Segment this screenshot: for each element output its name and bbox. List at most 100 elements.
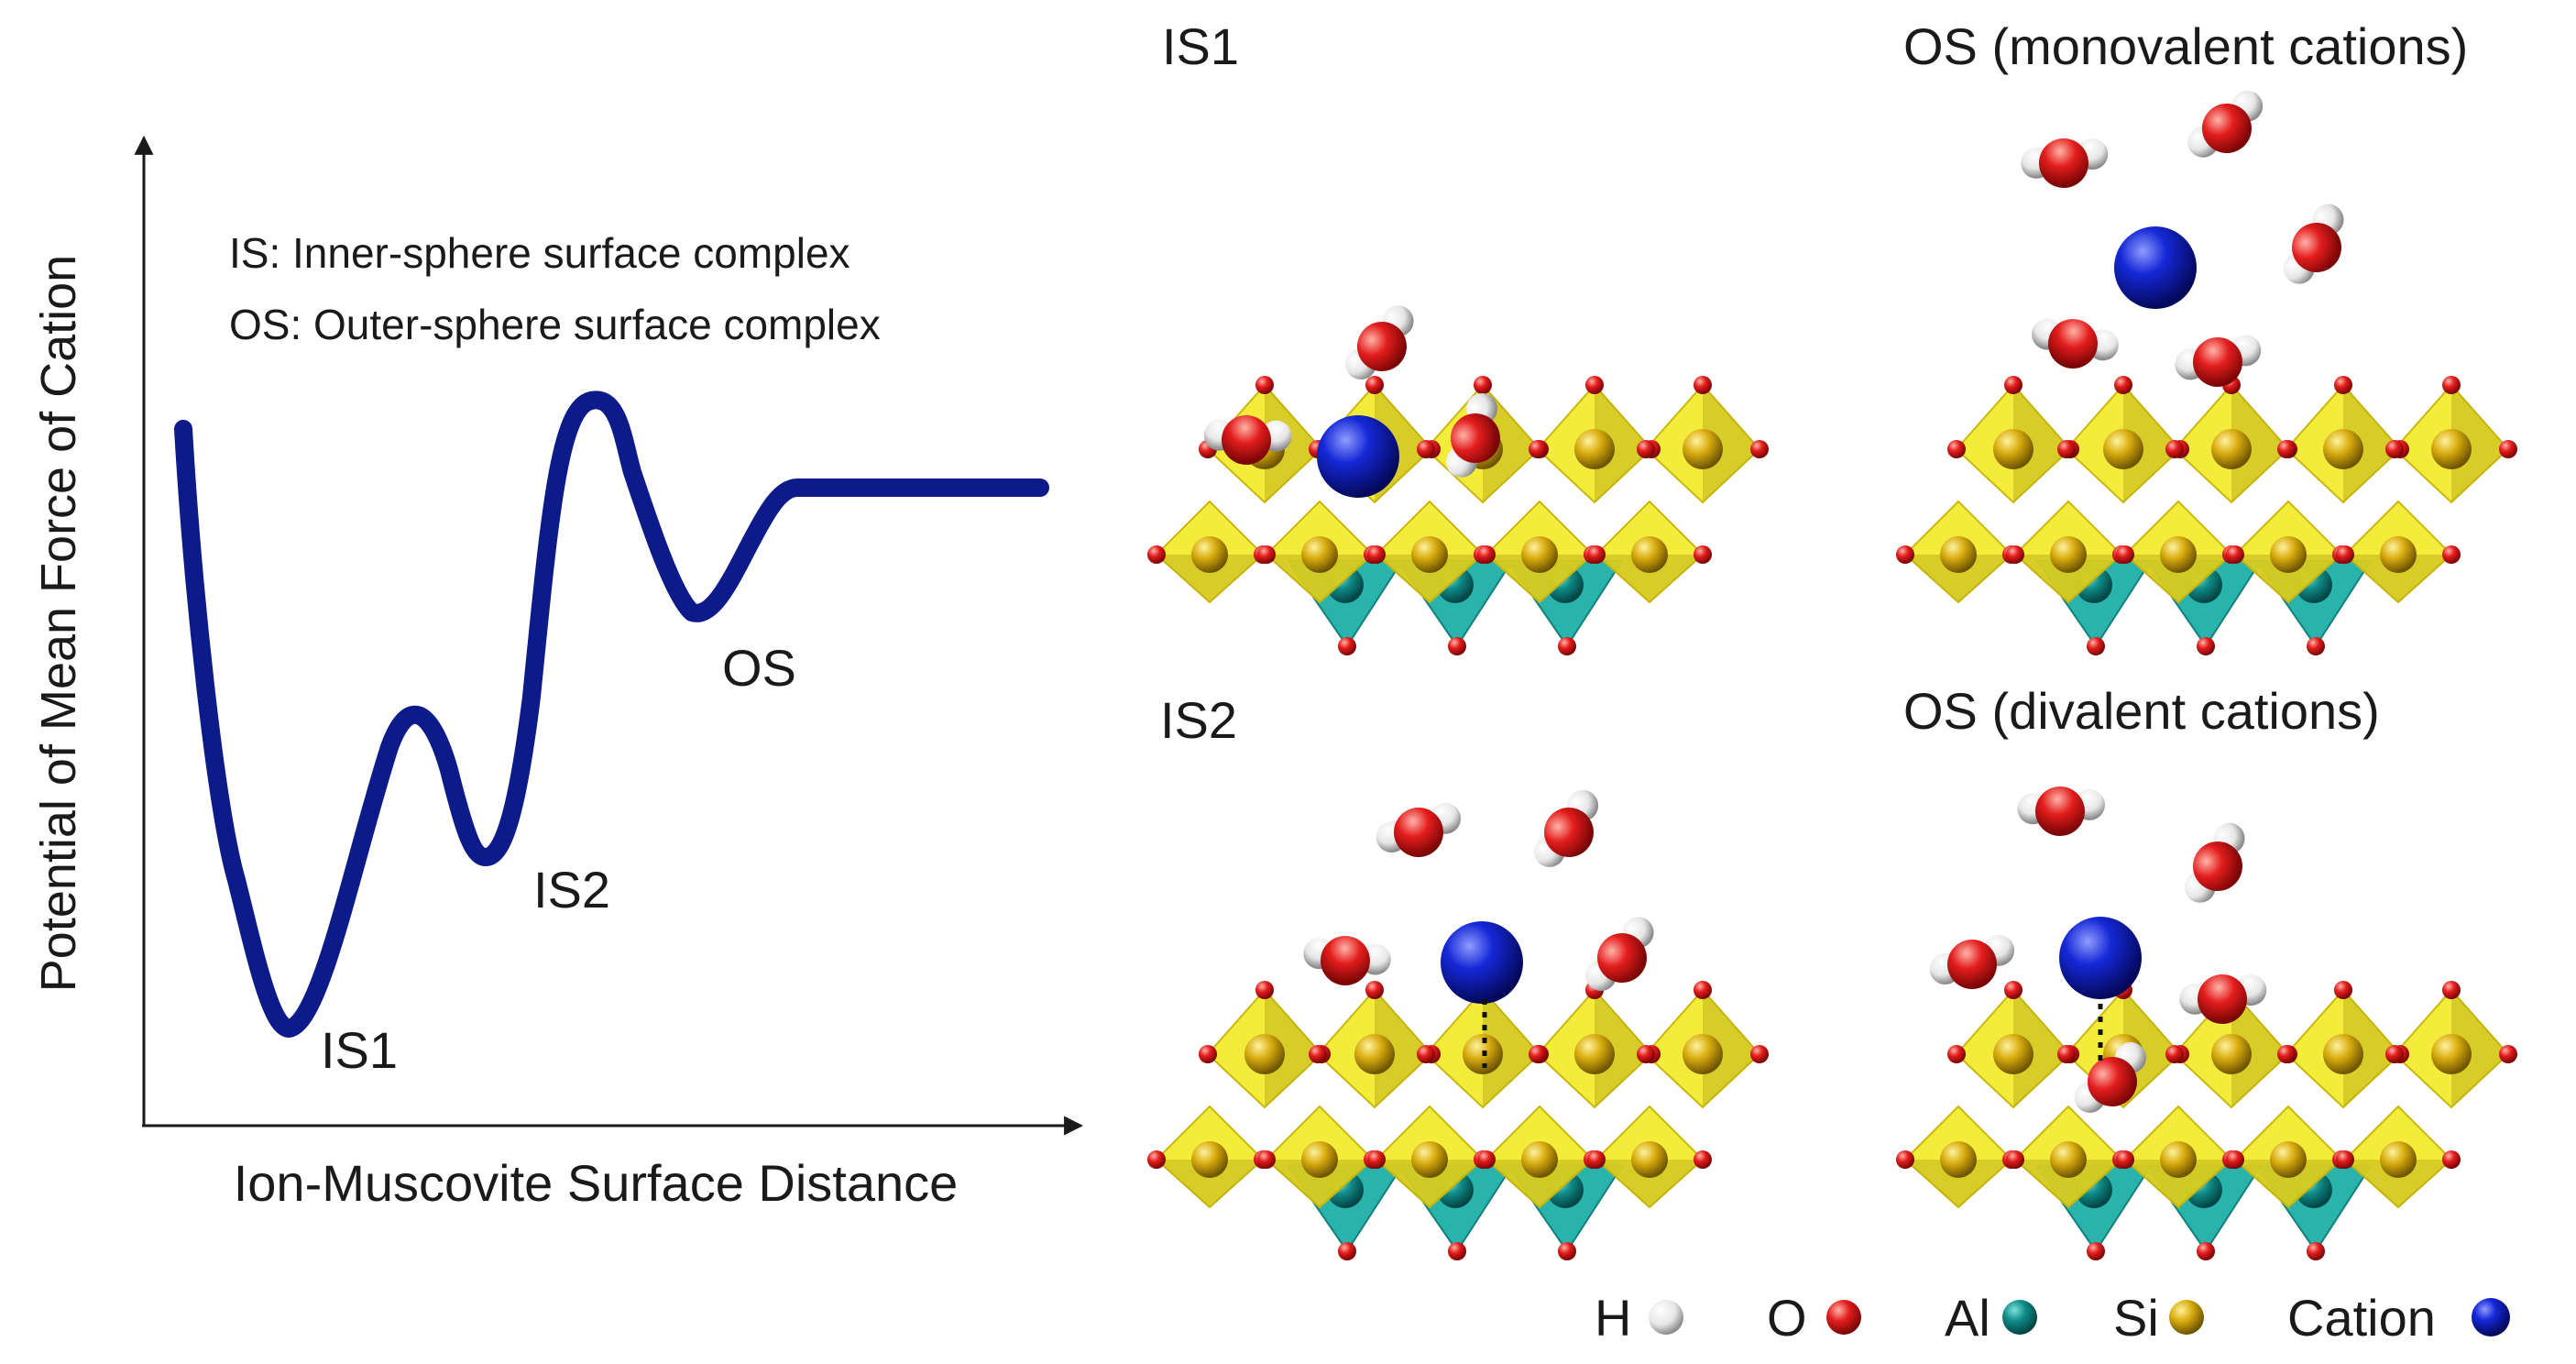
si-atom	[2211, 1034, 2252, 1074]
panel-title-os-monovalent: OS (monovalent cations)	[1903, 17, 2468, 75]
si-atom	[2323, 429, 2363, 469]
water-molecule	[2184, 822, 2245, 903]
o-atom	[1338, 637, 1356, 655]
si-tetrahedron-shade	[1266, 555, 1373, 602]
o-atom	[2336, 1150, 2354, 1169]
si-atom	[1993, 1034, 2033, 1074]
water-molecule	[2175, 335, 2262, 387]
si-atom	[1411, 536, 1448, 573]
o-atom	[2057, 440, 2076, 458]
curve-label-os: OS	[722, 639, 796, 697]
si-atom	[1574, 1034, 1615, 1074]
si-atom	[2160, 536, 2197, 573]
si-atom	[2160, 1141, 2197, 1178]
si-tetrahedron-shade	[1595, 990, 1651, 1107]
si-atom	[1244, 1034, 1285, 1074]
water-molecule	[2074, 1041, 2146, 1113]
si-atom	[1683, 429, 1723, 469]
o-atom	[1637, 1045, 1655, 1063]
o-atom	[1147, 1150, 1166, 1169]
o-atom	[1448, 1242, 1466, 1260]
o-atom	[2057, 1045, 2076, 1063]
si-tetrahedron-shade	[1703, 385, 1759, 502]
water-molecule	[1203, 415, 1292, 465]
si-tetrahedron-shade	[1265, 385, 1321, 502]
o-atom	[1585, 376, 1604, 394]
cation-atom	[1317, 415, 1399, 498]
o-atom	[2334, 981, 2352, 999]
si-atom	[2431, 1034, 2472, 1074]
si-atom	[1301, 1141, 1338, 1178]
o-atom	[2277, 1045, 2296, 1063]
water-molecule	[2179, 974, 2267, 1024]
si-tetrahedron-shade	[1596, 1160, 1703, 1207]
o-atom	[2004, 981, 2022, 999]
legend-label-cation: Cation	[2287, 1289, 2436, 1347]
muscovite-surface-os-divalent	[1896, 981, 2517, 1260]
si-tetrahedron-shade	[1156, 555, 1263, 602]
si-tetrahedron-shade	[2343, 385, 2400, 502]
o-atom	[2442, 545, 2461, 564]
o-atom	[2039, 138, 2088, 188]
o-atom	[1587, 1150, 1606, 1169]
legend-cation-icon	[2472, 1298, 2510, 1336]
panel-title-is2: IS2	[1160, 691, 1237, 749]
o-atom	[2114, 376, 2132, 394]
o-atom	[1587, 545, 1606, 564]
si-atom	[1354, 1034, 1395, 1074]
si-tetrahedron-shade	[2123, 990, 2180, 1107]
si-tetrahedron-shade	[2125, 555, 2231, 602]
si-tetrahedron-shade	[2013, 385, 2070, 502]
o-atom	[1365, 376, 1384, 394]
si-atom	[2211, 429, 2252, 469]
pmf-plot: Potential of Mean Force of Cation Ion-Mu…	[31, 135, 1084, 1212]
o-atom	[2198, 974, 2247, 1024]
o-atom	[1477, 1150, 1496, 1169]
muscovite-surface-is2	[1147, 981, 1769, 1260]
si-atom	[2103, 429, 2143, 469]
o-atom	[2277, 440, 2296, 458]
o-atom	[1896, 545, 1914, 564]
o-atom	[1947, 1045, 1966, 1063]
o-atom	[1417, 1045, 1435, 1063]
legend-label-al: Al	[1945, 1289, 1990, 1347]
definition-os: OS: Outer-sphere surface complex	[229, 301, 881, 348]
si-tetrahedron-shade	[1596, 555, 1703, 602]
legend-label-si: Si	[2113, 1289, 2159, 1347]
si-atom	[1191, 1141, 1228, 1178]
si-atom	[2431, 429, 2472, 469]
o-atom	[2197, 637, 2215, 655]
o-atom	[2087, 1242, 2105, 1260]
si-tetrahedron-shade	[1486, 1160, 1593, 1207]
o-atom	[1750, 1045, 1769, 1063]
o-atom	[1338, 1242, 1356, 1260]
o-atom	[2197, 1242, 2215, 1260]
x-axis-label: Ion-Muscovite Surface Distance	[234, 1154, 959, 1212]
si-atom	[1940, 536, 1977, 573]
panel-title-os-divalent: OS (divalent cations)	[1903, 682, 2380, 740]
o-atom	[1529, 1045, 1547, 1063]
si-atom	[1683, 1034, 1723, 1074]
o-atom	[2193, 842, 2242, 891]
water-molecule	[1585, 917, 1654, 991]
si-atom	[1574, 429, 1615, 469]
o-atom	[1477, 545, 1496, 564]
o-atom	[2499, 1045, 2517, 1063]
si-tetrahedron-shade	[1266, 1160, 1373, 1207]
o-atom	[1255, 376, 1274, 394]
water-molecule	[1533, 789, 1599, 867]
water-molecule	[2032, 318, 2119, 368]
si-tetrahedron-shade	[2451, 990, 2508, 1107]
si-tetrahedron-shade	[2451, 385, 2508, 502]
o-atom	[2006, 1150, 2024, 1169]
element-legend: H O Al Si Cation	[1595, 1289, 2510, 1347]
o-atom	[1947, 440, 1966, 458]
o-atom	[1694, 545, 1712, 564]
o-atom	[2334, 376, 2352, 394]
o-atom	[1367, 545, 1386, 564]
o-atom	[1321, 936, 1370, 985]
si-tetrahedron-shade	[2231, 990, 2288, 1107]
o-atom	[2442, 981, 2461, 999]
water-molecule	[1445, 392, 1500, 478]
water-molecule	[2021, 138, 2109, 188]
